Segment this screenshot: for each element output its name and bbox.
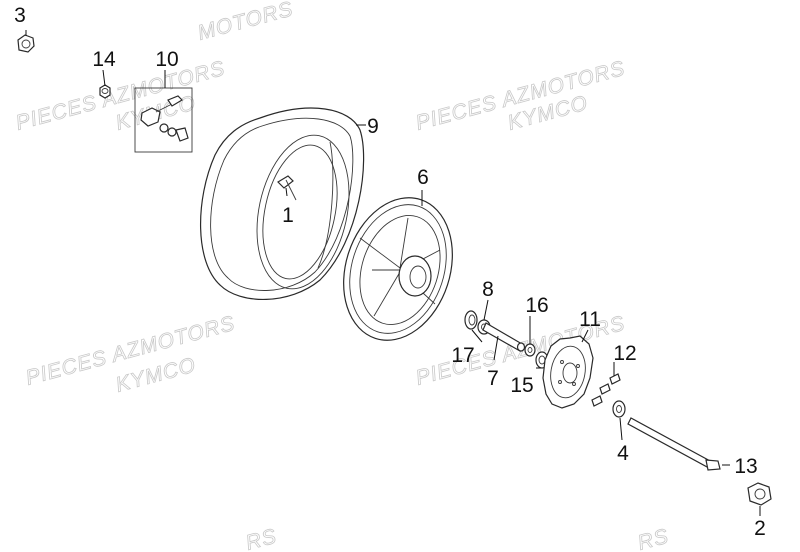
callout-3: 3 bbox=[14, 4, 26, 27]
callout-12: 12 bbox=[613, 342, 636, 365]
part-1-valve bbox=[277, 175, 297, 201]
callout-8: 8 bbox=[482, 278, 494, 301]
part-11-brake-disc bbox=[542, 335, 594, 409]
callout-6: 6 bbox=[417, 166, 429, 189]
callout-17: 17 bbox=[451, 344, 474, 367]
part-17-washer bbox=[464, 310, 478, 330]
part-7-sleeve bbox=[482, 322, 526, 352]
callout-1: 1 bbox=[282, 204, 294, 227]
callout-labels: 3 14 10 9 1 6 8 16 11 17 12 7 15 4 13 2 bbox=[14, 4, 766, 540]
part-12-bolts bbox=[591, 373, 621, 407]
part-3-nut bbox=[17, 34, 35, 53]
part-6-rim bbox=[343, 197, 453, 341]
callout-13: 13 bbox=[734, 455, 757, 478]
callout-10: 10 bbox=[155, 48, 178, 71]
leader-lines bbox=[25, 30, 761, 516]
callout-4: 4 bbox=[617, 442, 629, 465]
callout-2: 2 bbox=[754, 517, 766, 540]
watermark-group: MOTORS PIECES AZMOTORS KYMCO PIECES AZMO… bbox=[13, 0, 672, 552]
part-13-axle bbox=[627, 417, 721, 471]
part-2-nut bbox=[747, 482, 772, 506]
callout-9: 9 bbox=[367, 115, 379, 138]
part-9-tire bbox=[199, 107, 365, 301]
part-10-valve-kit bbox=[134, 87, 193, 153]
callout-14: 14 bbox=[92, 48, 116, 71]
part-16-washer bbox=[524, 343, 536, 357]
callout-16: 16 bbox=[525, 294, 548, 317]
part-4-washer bbox=[612, 400, 626, 418]
callout-11: 11 bbox=[579, 308, 601, 331]
callout-15: 15 bbox=[510, 374, 533, 397]
watermark-fragment-bottom: RS bbox=[243, 525, 279, 552]
part-14-nut bbox=[99, 84, 111, 99]
watermark-fragment-bottom: RS bbox=[635, 525, 671, 552]
callout-7: 7 bbox=[487, 367, 499, 390]
watermark-fragment: MOTORS bbox=[195, 0, 295, 45]
